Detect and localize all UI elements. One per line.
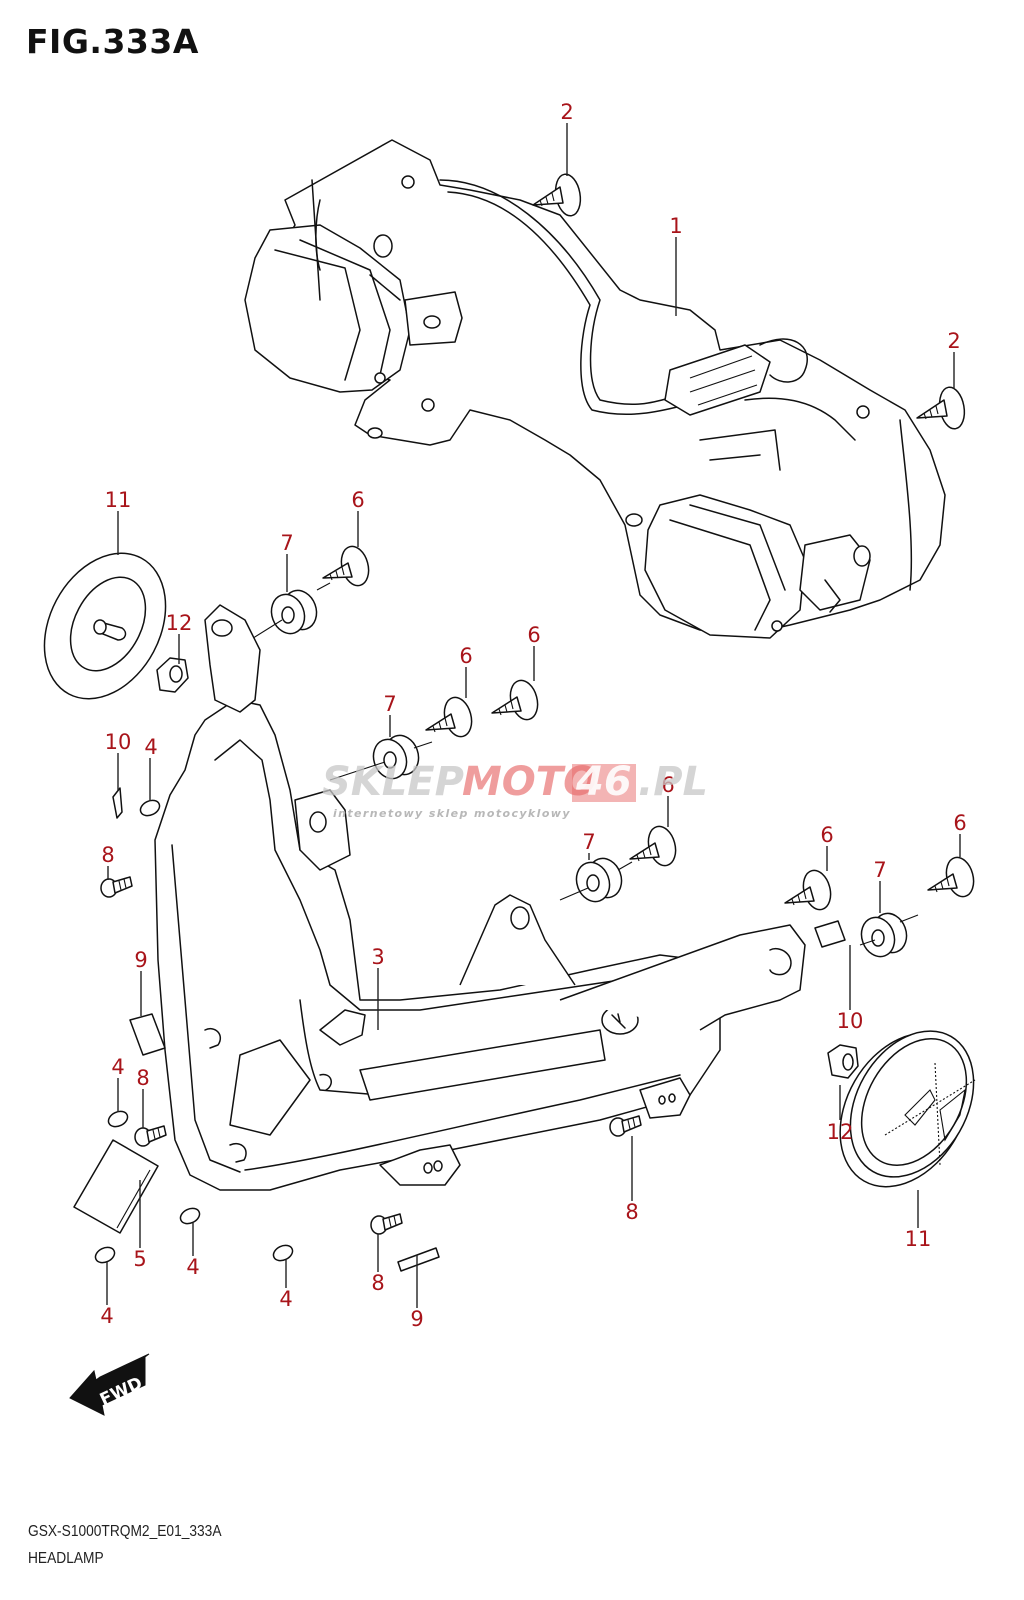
callout-12: 12 [166,611,193,635]
callout-8: 8 [136,1066,149,1090]
screw-6-a[interactable] [322,543,373,588]
callout-6: 6 [661,773,674,797]
screw-8-b[interactable] [134,1125,167,1147]
callout-4: 4 [100,1304,113,1328]
callout-10: 10 [837,1009,864,1033]
callout-11: 11 [905,1227,932,1251]
callout-9: 9 [134,948,147,972]
cushion-4-e[interactable] [93,1244,117,1265]
watermark: SKLEP MOTO 46 .PL internetowy sklep moto… [322,759,708,820]
cushion-4-c[interactable] [178,1205,202,1226]
section-name: HEADLAMP [28,1550,104,1567]
callout-7: 7 [383,692,396,716]
headlamp-housing[interactable] [154,604,806,1191]
callout-4: 4 [186,1255,199,1279]
callout-7: 7 [873,858,886,882]
callouts: 2 1 2 11 6 7 12 6 6 7 10 4 6 8 7 6 7 6 9… [100,100,966,1331]
screw-6-d[interactable] [629,823,680,868]
callout-4: 4 [279,1287,292,1311]
callout-7: 7 [280,531,293,555]
callout-9: 9 [410,1307,423,1331]
cushion-9-upper[interactable] [129,1013,166,1056]
model-code: GSX-S1000TRQM2_E01_333A [28,1523,222,1540]
watermark-domain: .PL [638,759,708,805]
screw-6-c[interactable] [491,677,542,722]
cushion-4-d[interactable] [271,1242,295,1263]
leader-lines [106,123,961,1308]
callout-6: 6 [459,644,472,668]
cushion-10-left[interactable] [112,787,123,819]
callout-11: 11 [105,488,132,512]
screw-6-b[interactable] [425,694,476,739]
callout-12: 12 [827,1120,854,1144]
watermark-number-badge [572,764,636,802]
callout-6: 6 [351,488,364,512]
cushion-9-lower[interactable] [397,1247,440,1272]
watermark-brand-gray: SKLEP [322,759,464,805]
grommet-7-d[interactable] [856,909,912,962]
callout-4: 4 [111,1055,124,1079]
screw-8-a[interactable] [100,876,133,898]
callout-1: 1 [669,214,682,238]
callout-7: 7 [582,830,595,854]
cap-11-left[interactable] [20,532,189,720]
figure-title: FIG.333A [26,22,199,61]
callout-2: 2 [560,100,573,124]
callout-8: 8 [625,1200,638,1224]
clip-3[interactable] [319,1009,366,1046]
headlamp-assembly[interactable] [244,139,946,639]
screw-6-e[interactable] [784,867,835,912]
callout-8: 8 [371,1271,384,1295]
screw-2-right[interactable] [916,385,967,431]
grommet-7-b[interactable] [368,731,424,784]
cushion-4-b[interactable] [106,1108,130,1129]
cap-11-right[interactable] [814,1009,999,1210]
screw-8-d[interactable] [370,1213,403,1235]
cushion-4-a[interactable] [138,797,162,818]
callout-10: 10 [105,730,132,754]
watermark-number: 46 [575,759,632,805]
callout-6: 6 [527,623,540,647]
watermark-tagline: internetowy sklep motocyklowy [333,807,571,820]
nut-12-left[interactable] [156,657,189,693]
callout-6: 6 [953,811,966,835]
fwd-badge: FWD [69,1353,150,1416]
screw-8-c[interactable] [609,1115,642,1137]
screw-2-top[interactable] [532,172,583,218]
grommet-7-c[interactable] [571,854,627,907]
pad-5[interactable] [73,1139,159,1234]
forward-arrow-icon [69,1356,146,1416]
callout-4: 4 [144,735,157,759]
cushion-10-right[interactable] [814,920,846,948]
callout-6: 6 [820,823,833,847]
screw-6-f[interactable] [927,854,978,899]
callout-2: 2 [947,329,960,353]
callout-3: 3 [371,945,384,969]
callout-5: 5 [133,1247,146,1271]
grommet-7-a[interactable] [266,586,322,639]
callout-8: 8 [101,843,114,867]
nut-12-right[interactable] [827,1044,859,1079]
